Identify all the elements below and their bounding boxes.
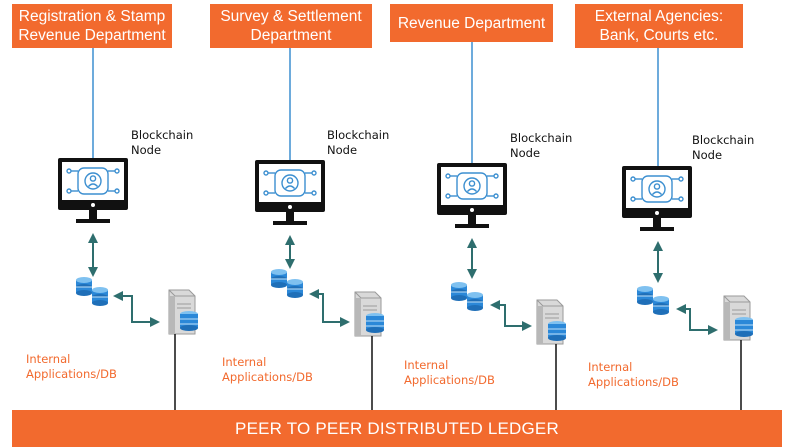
internal-apps-label: Internal Applications/DB [588, 360, 679, 389]
monitor-icon [57, 157, 129, 224]
database-icon [636, 285, 670, 316]
link-arrow [113, 291, 160, 327]
monitor-icon [254, 159, 326, 226]
department-box-survey: Survey & Settlement Department [210, 4, 372, 48]
server-icon [354, 291, 387, 339]
link-arrow [309, 289, 350, 327]
node-label: Blockchain Node [510, 131, 573, 160]
database-icon [75, 276, 109, 307]
department-box-registration: Registration & Stamp Revenue Department [12, 4, 172, 48]
database-icon [270, 268, 304, 299]
node-label: Blockchain Node [692, 133, 755, 162]
server-icon [536, 299, 569, 347]
link-arrow [676, 304, 718, 335]
internal-apps-label: Internal Applications/DB [404, 358, 495, 387]
department-box-external: External Agencies: Bank, Courts etc. [575, 4, 743, 48]
distributed-ledger-bar: PEER TO PEER DISTRIBUTED LEDGER [12, 410, 782, 447]
database-icon [450, 281, 484, 312]
server-icon [168, 289, 201, 337]
server-icon [723, 295, 756, 343]
monitor-icon [621, 165, 693, 232]
monitor-icon [436, 162, 508, 229]
internal-apps-label: Internal Applications/DB [222, 355, 313, 384]
link-arrow [490, 300, 532, 331]
department-box-revenue: Revenue Department [390, 4, 553, 42]
internal-apps-label: Internal Applications/DB [26, 352, 117, 381]
node-label: Blockchain Node [327, 128, 390, 157]
node-label: Blockchain Node [131, 128, 194, 157]
